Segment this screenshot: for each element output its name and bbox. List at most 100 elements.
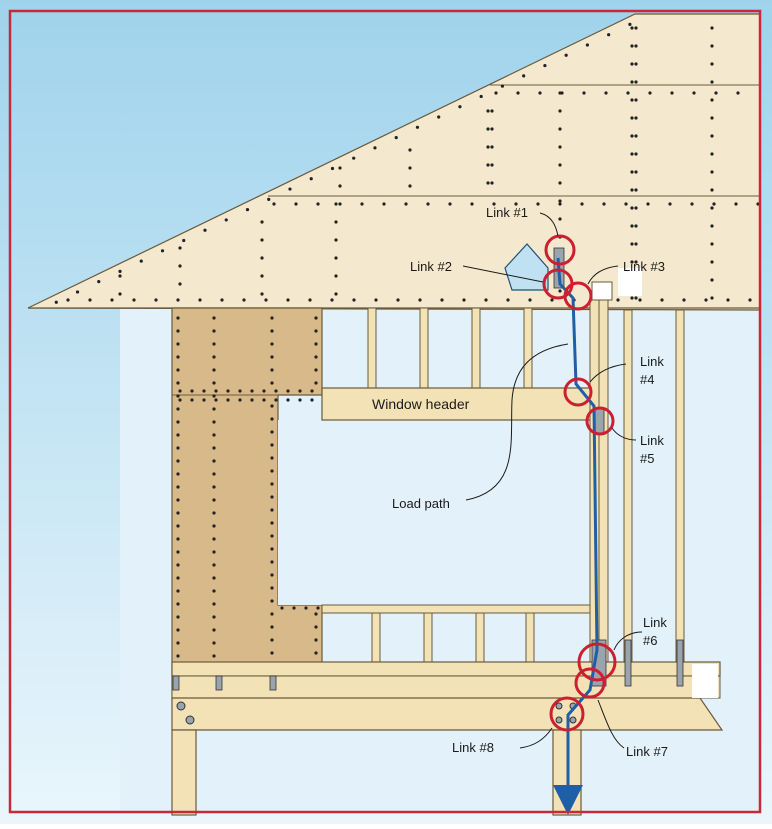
nail-dot xyxy=(418,298,422,302)
nail-dot xyxy=(580,202,584,206)
nail-dot xyxy=(198,298,202,302)
nail-dot xyxy=(176,615,180,619)
nail-dot xyxy=(543,63,547,68)
nail-dot xyxy=(212,498,216,502)
nail-dot xyxy=(479,94,483,99)
nail-dot xyxy=(212,485,216,489)
nail-dot xyxy=(710,296,714,300)
nail-dot xyxy=(294,202,298,206)
nail-dot xyxy=(426,202,430,206)
nail-dot xyxy=(690,202,694,206)
nail-dot xyxy=(176,654,180,658)
nail-dot xyxy=(634,80,638,84)
nail-dot xyxy=(415,125,420,129)
nail-dot xyxy=(314,381,318,385)
link-6-circle xyxy=(577,642,617,682)
nail-dot xyxy=(314,638,318,642)
nail-dot xyxy=(238,389,242,393)
nail-dot xyxy=(190,389,194,393)
nail-dot xyxy=(212,563,216,567)
link-4-label-line1: Link xyxy=(640,354,664,369)
frame-border xyxy=(8,9,762,814)
nail-dot xyxy=(270,430,274,434)
truss-heel-block xyxy=(504,243,549,291)
nail-dot xyxy=(88,298,92,302)
nail-dot xyxy=(373,146,377,150)
nail-dot xyxy=(176,576,180,580)
nail-dot xyxy=(178,246,182,250)
nail-dot xyxy=(486,163,490,167)
nail-dot xyxy=(226,389,230,393)
link-4-label-line2: #4 xyxy=(640,372,654,387)
nail-dot xyxy=(536,202,540,206)
nail-dot xyxy=(558,145,562,149)
nail-dot xyxy=(176,355,180,359)
nail-dot xyxy=(668,202,672,206)
nail-dot xyxy=(374,298,378,302)
nail-dot xyxy=(260,238,264,242)
nail-dot xyxy=(212,446,216,450)
nail-dot xyxy=(634,224,638,228)
nail-dot xyxy=(338,166,342,170)
nail-dot xyxy=(490,127,494,131)
nail-dot xyxy=(558,127,562,131)
nail-dot xyxy=(607,33,611,37)
nail-dot xyxy=(270,612,274,616)
nail-dot xyxy=(634,242,638,246)
nail-dot xyxy=(490,145,494,149)
nail-dot xyxy=(550,298,554,302)
nail-dot xyxy=(334,292,338,296)
nail-dot xyxy=(176,550,180,554)
nail-dot xyxy=(710,152,714,156)
nail-dot xyxy=(212,628,216,632)
rim-edge-block xyxy=(692,664,718,698)
nail-dot xyxy=(338,202,342,206)
nail-dot xyxy=(646,202,650,206)
nail-dot xyxy=(139,259,143,263)
nail-dot xyxy=(670,91,674,95)
nail-dot xyxy=(458,105,462,109)
window-opening xyxy=(278,420,593,605)
link-2-label: Link #2 xyxy=(410,259,452,274)
nail-dot xyxy=(490,109,494,113)
nail-dot xyxy=(270,443,274,447)
nail-dot xyxy=(630,260,634,264)
nail-dot xyxy=(220,298,224,302)
nail-dot xyxy=(514,202,518,206)
nail-dot xyxy=(176,524,180,528)
nail-dot xyxy=(486,145,490,149)
nail-dot xyxy=(486,127,490,131)
nail-dot xyxy=(314,625,318,629)
nail-dot xyxy=(506,298,510,302)
floor-rim xyxy=(171,675,721,699)
nail-dot xyxy=(712,202,716,206)
nail-dot xyxy=(270,521,274,525)
nail-dot xyxy=(630,62,634,66)
nail-dot xyxy=(726,298,730,302)
link-8-label: Link #8 xyxy=(452,740,494,755)
nail-dot xyxy=(292,606,296,610)
nail-dot xyxy=(710,260,714,264)
nail-dot xyxy=(176,602,180,606)
nail-dot xyxy=(176,498,180,502)
nail-dot xyxy=(176,394,180,398)
nail-dot xyxy=(334,238,338,242)
nail-dot xyxy=(260,256,264,260)
nail-dot xyxy=(314,329,318,333)
nail-dot xyxy=(585,43,590,47)
link-1-label: Link #1 xyxy=(486,205,528,220)
nail-dot xyxy=(274,398,278,402)
nail-dot xyxy=(714,91,718,95)
nail-dot xyxy=(334,202,338,206)
nail-dot xyxy=(408,166,412,170)
nail-dot xyxy=(212,641,216,645)
nail-dot xyxy=(270,534,274,538)
nail-dot xyxy=(176,641,180,645)
nail-dot xyxy=(334,274,338,278)
nail-dot xyxy=(484,298,488,302)
nail-dot xyxy=(212,576,216,580)
nail-dot xyxy=(528,298,532,302)
nail-dot xyxy=(212,615,216,619)
nail-dot xyxy=(486,181,490,185)
nail-dot xyxy=(330,298,334,302)
